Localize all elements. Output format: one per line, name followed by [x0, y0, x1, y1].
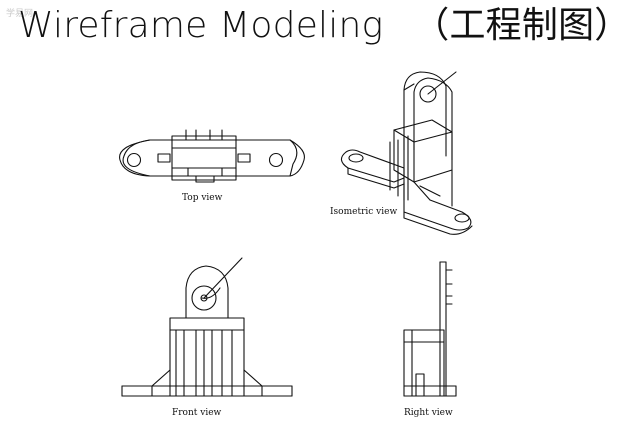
- front-view-drawing: [121, 257, 293, 397]
- watermark: 学易网: [6, 9, 34, 19]
- title-text: Wireframe Modeling: [18, 5, 384, 46]
- isometric-view-drawing: [340, 71, 473, 235]
- right-view-drawing: [403, 261, 457, 397]
- slide-title: Wireframe Modeling （工程制图）: [18, 4, 627, 48]
- isometric-view-caption: Isometric view: [330, 207, 398, 217]
- top-view-caption: Top view: [182, 193, 223, 203]
- top-view-drawing: [119, 129, 305, 183]
- title-chinese: （工程制图）: [413, 5, 627, 46]
- right-view-caption: Right view: [404, 408, 453, 418]
- front-view-caption: Front view: [172, 408, 222, 418]
